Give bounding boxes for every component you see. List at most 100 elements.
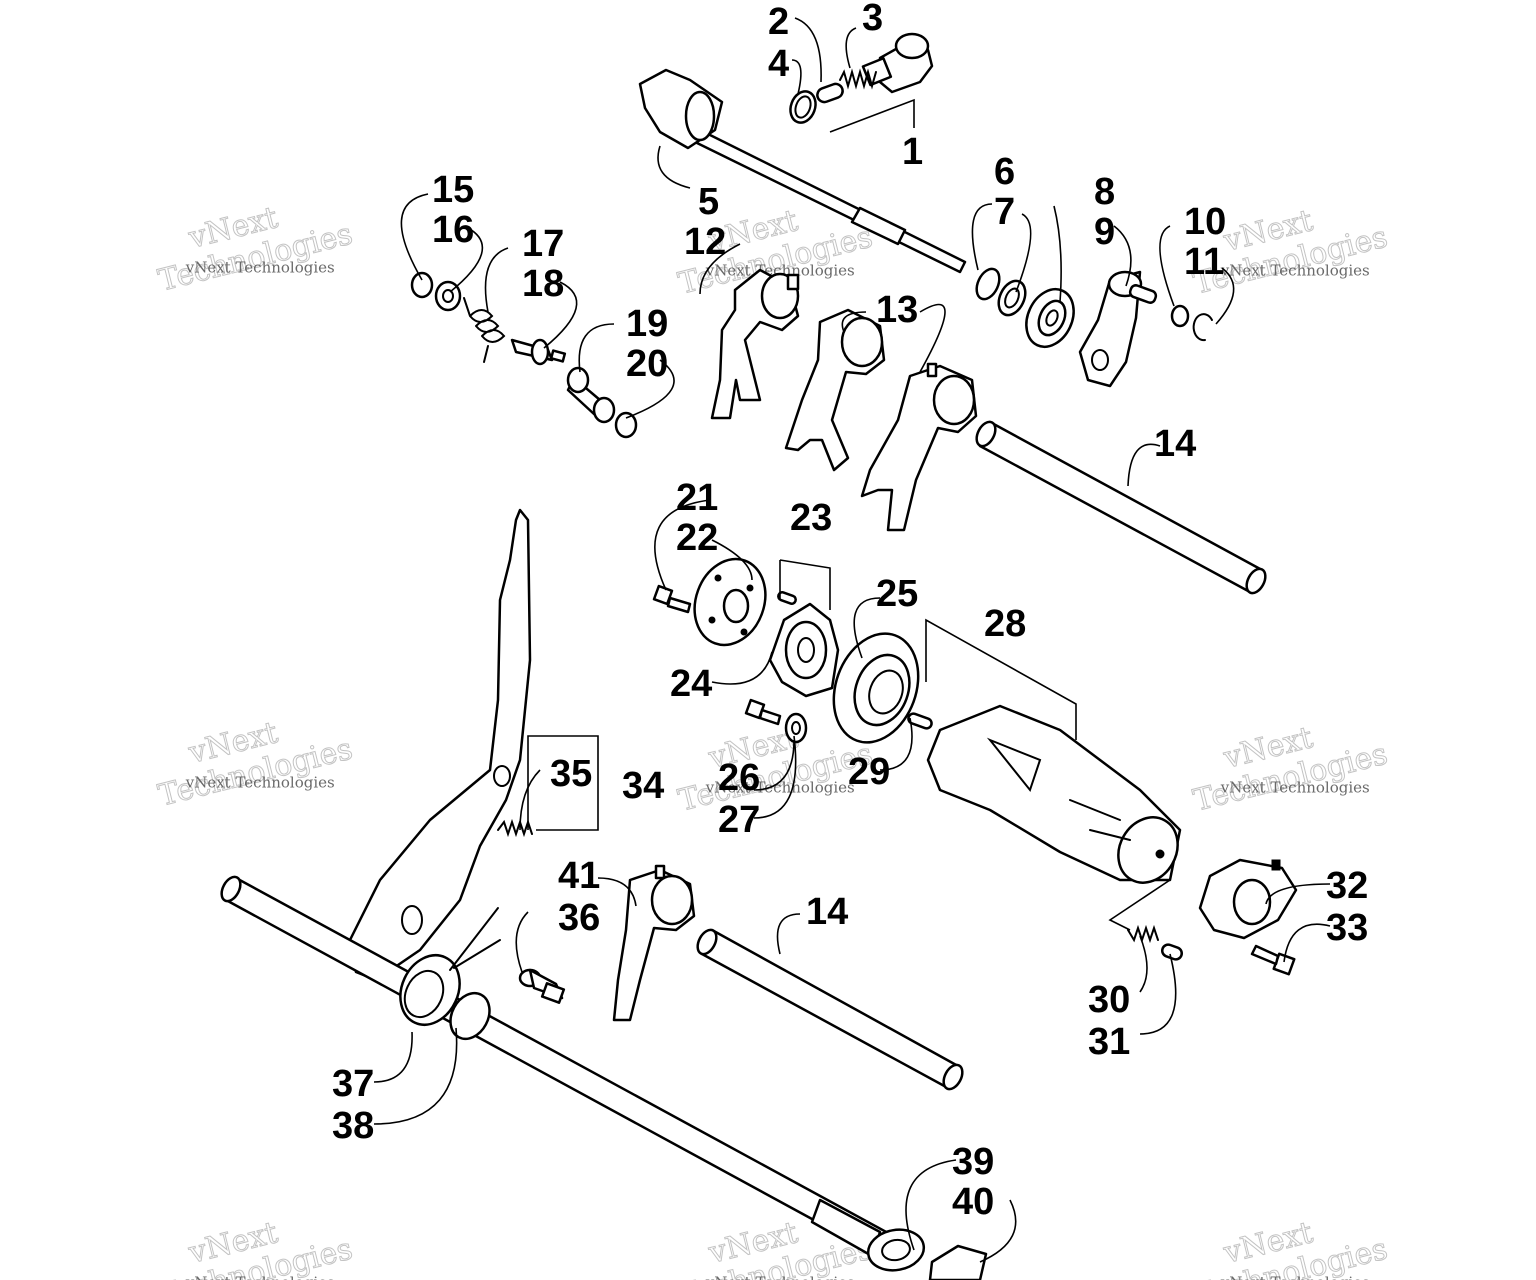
callout-25: 25 <box>876 573 918 615</box>
callout-41: 41 <box>558 855 600 897</box>
watermark-top-left: vNext Technologies vNext Technologies <box>154 200 356 299</box>
watermark-mid-left: vNext Technologies vNext Technologies <box>154 715 356 814</box>
callout-27: 27 <box>718 799 760 841</box>
callout-36: 36 <box>558 897 600 939</box>
part-3-spring <box>839 68 877 90</box>
callout-5: 5 <box>698 181 719 223</box>
svg-text:vNext Technologies: vNext Technologies <box>1220 1273 1370 1280</box>
part-39-washer <box>866 1228 926 1272</box>
callout-9: 9 <box>1094 211 1115 253</box>
part-36-stud <box>518 968 566 1004</box>
part-28-shift-drum <box>926 704 1182 884</box>
callout-23: 23 <box>790 497 832 539</box>
callout-12: 12 <box>684 221 726 263</box>
callout-32: 32 <box>1326 865 1368 907</box>
callout-6: 6 <box>994 151 1015 193</box>
callout-14-lower: 14 <box>806 891 848 933</box>
leader-lines <box>373 17 1331 1263</box>
callout-18: 18 <box>522 263 564 305</box>
part-40-bracket <box>928 1244 988 1280</box>
svg-text:vNext Technologies: vNext Technologies <box>185 773 335 791</box>
part-17-torsion-spring <box>463 297 506 363</box>
part-14-fork-shaft-lower <box>696 928 964 1091</box>
callout-20: 20 <box>626 343 668 385</box>
part-22-plate <box>693 557 767 647</box>
part-9-shift-arm <box>1078 270 1158 388</box>
callout-13: 13 <box>876 289 918 331</box>
part-15-collar <box>410 271 434 299</box>
callout-38: 38 <box>332 1105 374 1147</box>
part-33-bolt <box>1250 944 1296 976</box>
callout-8: 8 <box>1094 171 1115 213</box>
part-41-shift-fork <box>612 864 696 1022</box>
callout-7: 7 <box>994 191 1015 233</box>
part-21-bolt <box>652 584 692 614</box>
svg-text:vNext Technologies: vNext Technologies <box>705 261 855 279</box>
part-7-washer <box>997 279 1027 317</box>
callout-31: 31 <box>1088 1021 1130 1063</box>
callout-17: 17 <box>522 223 564 265</box>
svg-text:vNext Technologies: vNext Technologies <box>185 1273 335 1280</box>
callout-34: 34 <box>622 765 664 807</box>
callout-15: 15 <box>432 169 474 211</box>
part-5-shift-shaft <box>638 68 967 274</box>
part-30-spring <box>1127 924 1159 944</box>
part-26-bolt <box>744 698 782 726</box>
part-10-washer <box>1170 304 1190 328</box>
part-38-gearshift-shaft <box>220 875 892 1258</box>
svg-text:vNext Technologies: vNext Technologies <box>705 778 855 796</box>
callout-19: 19 <box>626 303 668 345</box>
watermark-bottom-left: vNext Technologies vNext Technologies <box>154 1215 356 1280</box>
part-32-drum-housing <box>1198 858 1298 940</box>
callout-30: 30 <box>1088 979 1130 1021</box>
callout-40: 40 <box>952 1181 994 1223</box>
callout-37: 37 <box>332 1063 374 1105</box>
watermark-bottom-right: vNext Technologies vNext Technologies <box>1189 1215 1391 1280</box>
part-38-collar <box>449 991 491 1041</box>
callout-3: 3 <box>862 0 883 39</box>
part-20-washer <box>614 411 638 439</box>
part-23-dowel-pin <box>777 591 797 605</box>
svg-text:vNext Technologies: vNext Technologies <box>185 258 335 276</box>
callout-33: 33 <box>1326 907 1368 949</box>
callout-22: 22 <box>676 517 718 559</box>
part-37-return-spring <box>399 907 501 1026</box>
part-4-o-ring <box>789 90 817 124</box>
part-11-e-clip <box>1192 313 1213 342</box>
watermark-mid-right: vNext Technologies vNext Technologies <box>1189 720 1391 819</box>
part-18-stud <box>510 338 567 366</box>
part-34-shift-lever <box>348 508 532 982</box>
part-14-fork-shaft-upper <box>975 420 1267 595</box>
callout-29: 29 <box>848 751 890 793</box>
callout-35: 35 <box>550 753 592 795</box>
part-29-pin <box>907 712 933 730</box>
part-25-bearing <box>832 632 920 744</box>
part-19-stopper-arm <box>566 366 616 424</box>
part-27-washer <box>784 712 808 744</box>
part-6-circlip <box>975 267 1001 301</box>
callout-39: 39 <box>952 1141 994 1183</box>
callout-1: 1 <box>902 131 923 173</box>
svg-text:vNext Technologies: vNext Technologies <box>1220 261 1370 279</box>
svg-text:vNext Technologies: vNext Technologies <box>705 1273 855 1280</box>
callout-16: 16 <box>432 209 474 251</box>
part-31-pin <box>1160 943 1184 961</box>
callout-labels: 1 2 3 4 5 6 7 8 9 10 11 12 13 14 14 15 1… <box>332 0 1368 1223</box>
part-8-bearing <box>1025 288 1075 348</box>
callout-26: 26 <box>718 757 760 799</box>
callout-11: 11 <box>1184 241 1224 283</box>
callout-14-upper: 14 <box>1154 423 1196 465</box>
part-24-cam-segment <box>768 602 840 698</box>
callout-2: 2 <box>768 1 789 43</box>
callout-10: 10 <box>1184 201 1226 243</box>
part-12-shift-fork <box>710 268 800 420</box>
part-35-spring <box>497 818 533 838</box>
callout-4: 4 <box>768 43 789 85</box>
part-2-pin <box>816 82 844 104</box>
callout-28: 28 <box>984 603 1026 645</box>
svg-text:vNext Technologies: vNext Technologies <box>1220 778 1370 796</box>
part-13-shift-fork-a <box>784 308 886 472</box>
callout-21: 21 <box>676 477 718 519</box>
part-13-shift-fork-b <box>860 362 978 532</box>
